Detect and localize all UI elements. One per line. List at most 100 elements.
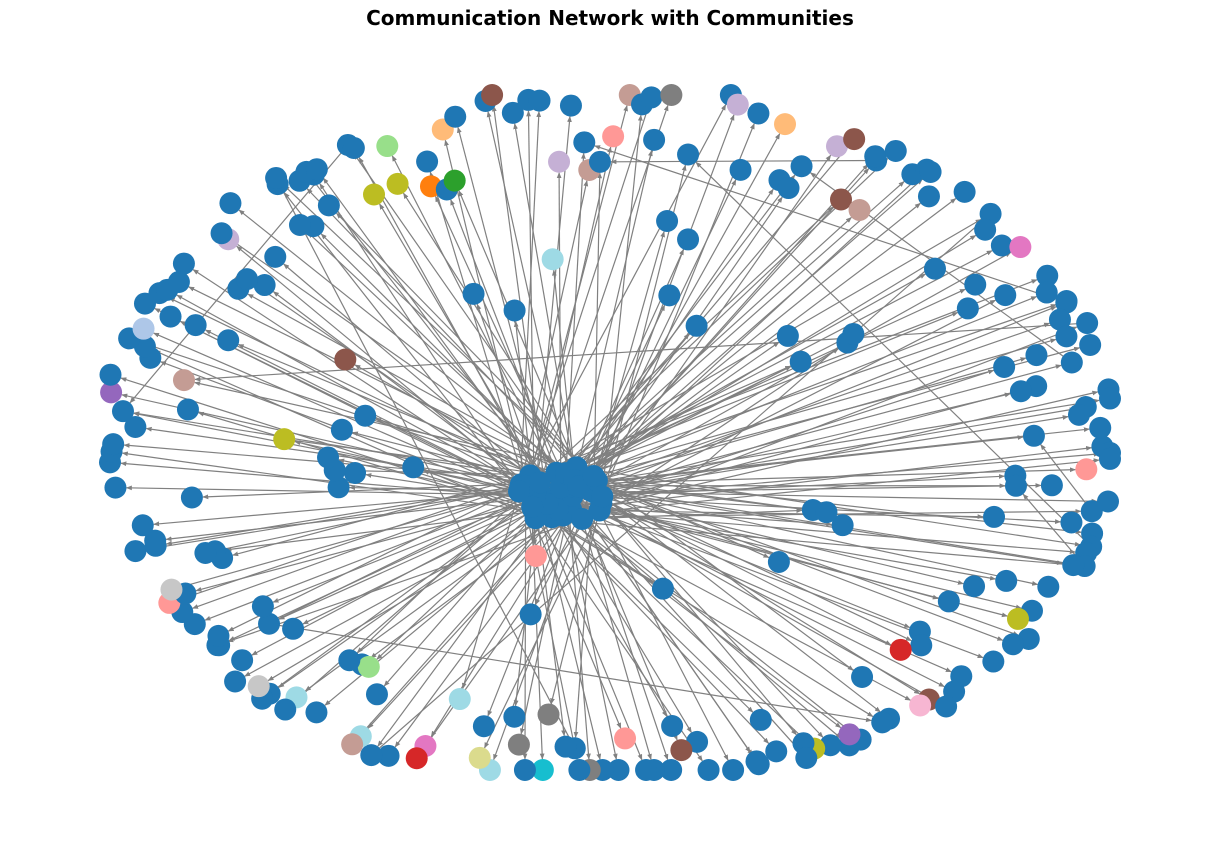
- edge: [518, 104, 727, 492]
- network-node: [341, 733, 364, 756]
- network-node: [1036, 264, 1059, 287]
- network-node: [376, 135, 399, 158]
- network-node: [776, 324, 799, 347]
- edge: [574, 296, 1038, 481]
- edge: [526, 435, 1024, 492]
- edge: [377, 500, 560, 747]
- network-node: [956, 297, 979, 320]
- network-node: [1035, 281, 1058, 304]
- network-node: [317, 194, 340, 217]
- edge: [444, 139, 534, 510]
- network-node: [656, 210, 679, 233]
- network-node: [983, 505, 1006, 528]
- network-node: [386, 172, 409, 195]
- network-node: [658, 284, 681, 307]
- network-node: [995, 569, 1018, 592]
- edge: [153, 332, 548, 505]
- edge-cross: [370, 220, 983, 756]
- network-node: [503, 299, 526, 322]
- edge: [272, 291, 535, 489]
- edge: [525, 107, 649, 487]
- network-node: [160, 578, 183, 601]
- network-node: [1040, 474, 1063, 497]
- network-node: [635, 759, 658, 781]
- network-node: [661, 714, 684, 737]
- network-node: [640, 86, 663, 109]
- edge: [534, 480, 598, 606]
- network-node: [1022, 424, 1045, 447]
- edge: [539, 104, 669, 483]
- hub-node: [571, 508, 594, 531]
- edge: [532, 181, 905, 511]
- network-node: [935, 695, 958, 718]
- edge: [513, 123, 583, 520]
- network-node: [144, 529, 167, 552]
- network-node: [1079, 333, 1102, 356]
- network-node: [660, 84, 683, 106]
- edge: [533, 288, 966, 489]
- network-node: [481, 84, 504, 106]
- network-node: [342, 136, 365, 159]
- network-node: [377, 744, 400, 767]
- network-node: [541, 248, 564, 271]
- network-node: [251, 595, 274, 618]
- network-node: [288, 213, 311, 236]
- edge: [375, 418, 557, 474]
- network-node: [124, 415, 147, 438]
- hub-node: [508, 480, 531, 503]
- edge: [176, 294, 536, 493]
- network-node: [207, 624, 230, 647]
- network-node: [974, 218, 997, 241]
- edge: [319, 183, 533, 508]
- network-node: [602, 125, 625, 148]
- edge: [188, 286, 567, 474]
- edge: [593, 415, 1069, 493]
- network-node: [1060, 511, 1083, 534]
- network-node: [507, 733, 530, 756]
- edge: [255, 284, 531, 476]
- network-node: [677, 228, 700, 251]
- network-node: [357, 655, 380, 678]
- network-node: [964, 273, 987, 296]
- network-node: [815, 501, 838, 524]
- network-node: [825, 135, 848, 158]
- network-node: [1037, 575, 1060, 598]
- network-node: [176, 398, 199, 421]
- network-node: [843, 128, 866, 151]
- edge: [573, 484, 595, 738]
- network-node: [851, 665, 874, 688]
- network-node: [963, 575, 986, 598]
- network-node: [363, 183, 386, 206]
- edge: [578, 485, 892, 646]
- edge-cross: [594, 145, 1067, 304]
- network-node: [265, 166, 288, 189]
- network-node: [1096, 490, 1119, 513]
- network-node: [917, 185, 940, 208]
- network-node: [537, 703, 560, 726]
- network-node: [993, 355, 1016, 378]
- network-node: [1099, 447, 1121, 470]
- edge: [565, 250, 993, 474]
- network-node: [180, 486, 203, 509]
- edge: [153, 485, 579, 527]
- network-node: [889, 638, 912, 661]
- edge: [525, 311, 959, 487]
- network-node: [670, 739, 693, 762]
- network-node: [253, 274, 276, 297]
- edge: [244, 517, 536, 677]
- network-node: [282, 617, 305, 640]
- network-node: [104, 476, 127, 499]
- network-node: [767, 551, 790, 574]
- network-node: [264, 245, 287, 268]
- edge: [533, 488, 566, 737]
- network-node: [548, 150, 571, 173]
- network-node: [354, 404, 377, 427]
- network-node: [327, 476, 350, 499]
- network-node: [726, 93, 749, 116]
- edge: [593, 475, 854, 671]
- network-node: [111, 400, 134, 423]
- network-node: [789, 350, 812, 373]
- network-node: [305, 158, 328, 181]
- hub-node: [528, 471, 551, 494]
- network-node: [235, 268, 258, 291]
